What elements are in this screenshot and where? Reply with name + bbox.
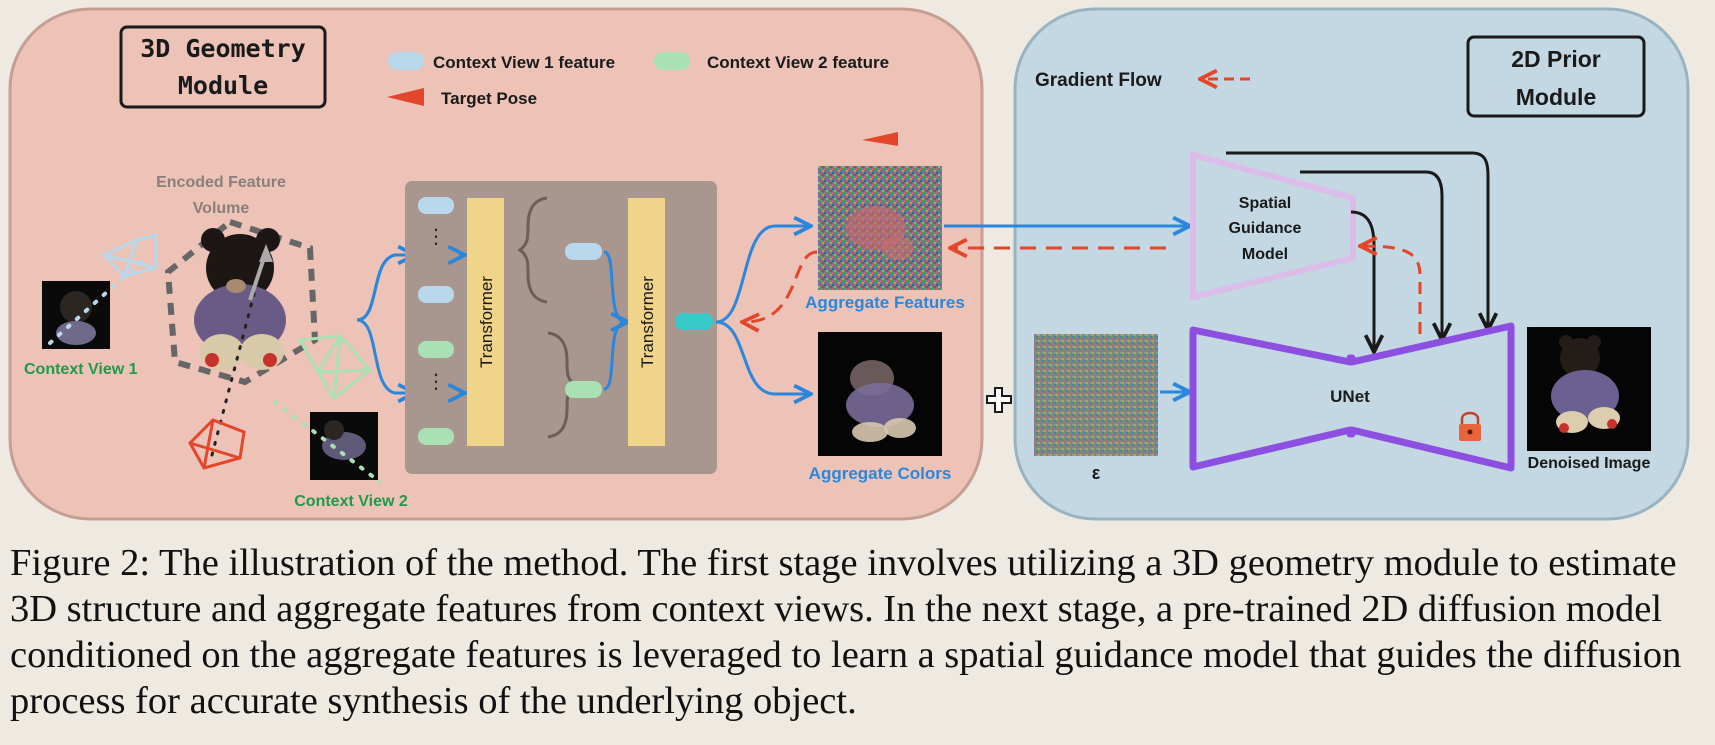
spatial-guidance-model bbox=[1190, 151, 1356, 301]
mid-token-view1 bbox=[565, 243, 602, 260]
guidance-label-line1: Spatial bbox=[1239, 195, 1291, 212]
context-view-1-camera bbox=[101, 233, 158, 278]
output-token bbox=[675, 313, 713, 330]
legend-view1-swatch bbox=[388, 52, 424, 70]
mid-token-view2 bbox=[565, 381, 602, 398]
gradient-flow-label: Gradient Flow bbox=[1035, 70, 1162, 91]
guidance-connector-1 bbox=[1226, 151, 1488, 330]
aggregate-colors-label: Aggregate Colors bbox=[809, 464, 952, 483]
transformer-1-label: Transformer bbox=[477, 276, 496, 368]
brace-upper bbox=[517, 196, 548, 304]
transformer-1-block bbox=[467, 198, 504, 446]
token-view2-b bbox=[418, 428, 454, 445]
guidance-connector-2 bbox=[1300, 170, 1442, 340]
token-view1-b bbox=[418, 286, 454, 303]
unet-shape bbox=[1189, 322, 1515, 472]
legend-view2-label: Context View 2 feature bbox=[707, 53, 889, 72]
prior-title-line1: 2D Prior bbox=[1511, 46, 1601, 72]
teddy-bear-volume-image bbox=[194, 228, 286, 370]
token-view2-a bbox=[418, 341, 454, 358]
volume-label-line2: Volume bbox=[193, 200, 250, 217]
feature-volume-hexagon bbox=[164, 218, 319, 386]
target-pose-marker bbox=[862, 132, 898, 146]
geometry-title-box bbox=[119, 25, 327, 109]
legend-target-pose-icon bbox=[387, 88, 424, 106]
transformer-2-block bbox=[628, 198, 665, 446]
split-arrow-features bbox=[715, 226, 811, 324]
context-view-2-label: Context View 2 bbox=[294, 493, 408, 510]
ray-arrowhead bbox=[259, 244, 273, 262]
token-dots-1: ⋮ bbox=[426, 226, 446, 248]
guidance-label-line3: Model bbox=[1242, 246, 1288, 263]
split-arrow-colors bbox=[715, 320, 811, 394]
prior-title-box bbox=[1466, 35, 1646, 118]
geometry-title-line1: 3D Geometry bbox=[140, 34, 306, 63]
context-view-2-ray bbox=[273, 400, 382, 484]
legend-view2-swatch bbox=[654, 52, 690, 70]
geometry-title-line2: Module bbox=[178, 71, 268, 100]
denoised-label: Denoised Image bbox=[1528, 455, 1651, 472]
unet-label: UNet bbox=[1330, 387, 1370, 406]
gradient-unet-to-guidance bbox=[1360, 246, 1422, 334]
epsilon-label: ε bbox=[1092, 463, 1101, 483]
aggregate-features-label: Aggregate Features bbox=[805, 293, 965, 312]
context-view-2-camera bbox=[297, 333, 373, 401]
lock-icon bbox=[1459, 411, 1481, 441]
token-dots-2: ⋮ bbox=[426, 371, 446, 393]
context-view-1-label: Context View 1 bbox=[24, 361, 138, 378]
context-view-1-ray bbox=[48, 256, 147, 345]
plus-icon bbox=[986, 387, 1012, 413]
transformer-2-label: Transformer bbox=[638, 276, 657, 368]
token-view1-a bbox=[418, 197, 454, 214]
figure-caption: Figure 2: The illustration of the method… bbox=[10, 542, 1682, 722]
method-diagram: 3D Geometry Module Context View 1 featur… bbox=[8, 7, 1690, 521]
noise-epsilon-image bbox=[1034, 334, 1158, 456]
target-camera bbox=[188, 418, 246, 470]
legend-view1-label: Context View 1 feature bbox=[433, 53, 615, 72]
legend-target-label: Target Pose bbox=[441, 89, 537, 108]
guidance-label-line2: Guidance bbox=[1229, 220, 1302, 237]
volume-label-line1: Encoded Feature bbox=[156, 174, 286, 191]
gradient-arrow-to-token bbox=[742, 250, 818, 322]
prior-title-line2: Module bbox=[1516, 84, 1597, 110]
